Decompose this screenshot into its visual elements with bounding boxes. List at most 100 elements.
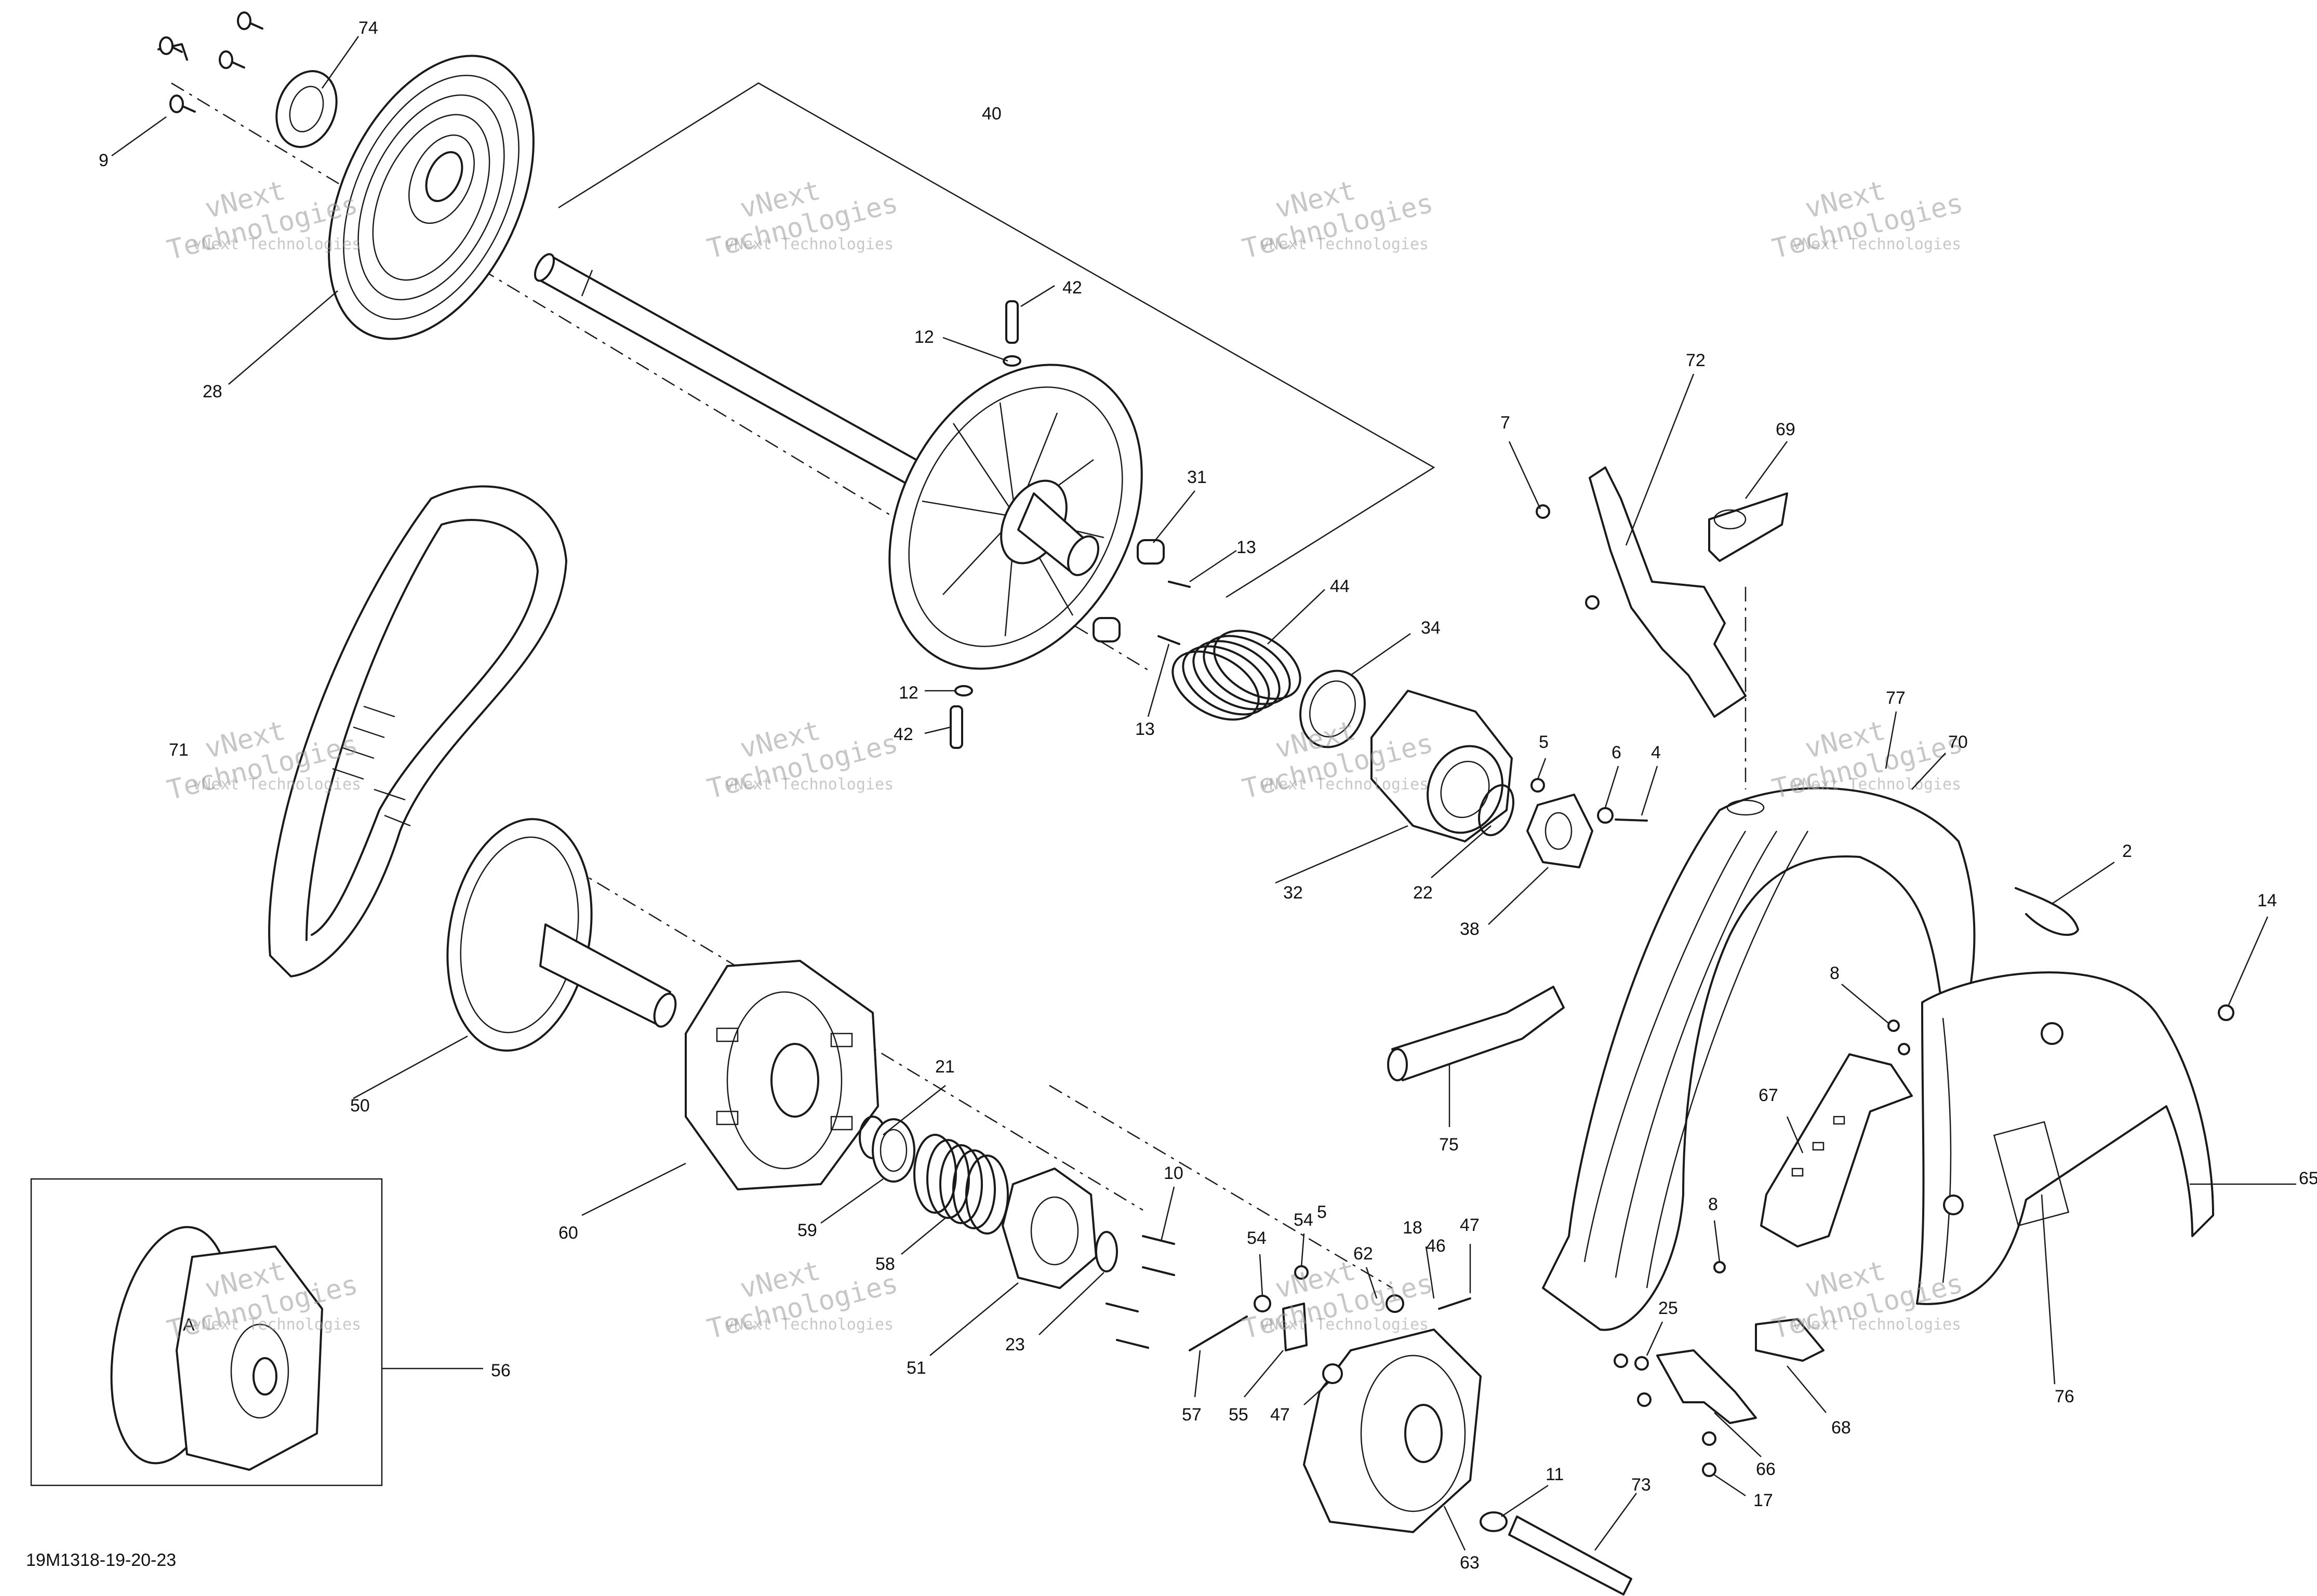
svg-text:vNext Technologies: vNext Technologies	[1792, 775, 1961, 794]
bearing-74	[275, 70, 338, 148]
callout-42b: 42	[894, 725, 913, 744]
callout-54: 54	[1247, 1228, 1267, 1248]
callout-51: 51	[907, 1358, 926, 1378]
callout-22: 22	[1413, 883, 1433, 903]
callout-67: 67	[1759, 1085, 1778, 1105]
rubber-pad-69	[1708, 492, 1788, 562]
leader-lines	[111, 36, 2296, 1551]
cam-32	[1370, 690, 1513, 842]
screw-14	[2218, 1004, 2234, 1021]
svg-text:vNext Technologies: vNext Technologies	[1260, 235, 1429, 253]
callout-75: 75	[1439, 1135, 1459, 1155]
callout-50: 50	[350, 1096, 370, 1116]
callout-10: 10	[1164, 1163, 1183, 1183]
callout-11: 11	[1546, 1465, 1564, 1484]
callout-62: 62	[1353, 1244, 1373, 1264]
callout-12a: 12	[914, 327, 934, 347]
callout-72: 72	[1686, 351, 1706, 370]
svg-text:vNext Technologies: vNext Technologies	[192, 775, 361, 794]
callout-54b: 54	[1294, 1210, 1313, 1230]
callout-71: 71	[169, 740, 189, 760]
callout-21: 21	[935, 1057, 955, 1077]
callout-60: 60	[558, 1223, 578, 1243]
callout-32: 32	[1283, 883, 1303, 903]
svg-text:vNext Technologies: vNext Technologies	[1792, 1316, 1961, 1334]
callout-6: 6	[1612, 743, 1621, 762]
callout-34: 34	[1421, 618, 1441, 638]
callout-23: 23	[1005, 1335, 1025, 1354]
drive-belt-71	[268, 485, 567, 977]
svg-text:vNext Technologies: vNext Technologies	[725, 1316, 894, 1334]
callout-17: 17	[1753, 1491, 1773, 1510]
callout-66: 66	[1756, 1459, 1776, 1479]
washer-34	[1299, 669, 1366, 748]
group-bracket-40	[558, 82, 1435, 598]
callout-47b: 47	[1270, 1405, 1290, 1425]
belt-guard-70	[1542, 787, 1976, 1331]
callout-25: 25	[1658, 1298, 1678, 1318]
callout-44: 44	[1330, 576, 1350, 596]
callout-76: 76	[2055, 1387, 2074, 1406]
callout-7: 7	[1500, 413, 1510, 433]
callout-46: 46	[1426, 1236, 1446, 1256]
callout-31: 31	[1187, 467, 1207, 487]
callout-18: 18	[1403, 1218, 1422, 1238]
callout-63: 63	[1460, 1553, 1480, 1573]
inset-reference-letter: A	[183, 1315, 195, 1335]
screws-42	[950, 300, 1021, 749]
slider-buttons-31	[1093, 539, 1165, 642]
callout-77: 77	[1886, 688, 1906, 708]
callout-57: 57	[1182, 1405, 1202, 1425]
callout-47a: 47	[1460, 1215, 1480, 1235]
svg-text:vNext Technologies: vNext Technologies	[1260, 1316, 1429, 1334]
bolt-73	[1480, 1511, 1632, 1595]
ring-22	[1478, 784, 1514, 837]
cover-65	[1916, 971, 2214, 1305]
svg-text:vNext Technologies: vNext Technologies	[192, 1316, 361, 1334]
callout-14: 14	[2257, 891, 2277, 910]
callout-38: 38	[1460, 919, 1480, 939]
callout-58: 58	[875, 1254, 895, 1274]
drive-movable-sheave-60	[685, 960, 879, 1190]
callout-74: 74	[358, 18, 378, 38]
watermarks: vNext Technologies vNext Technologies vN…	[164, 175, 1966, 1347]
spring-44	[1171, 629, 1301, 721]
spider-51	[1002, 1168, 1097, 1289]
callout-8b: 8	[1708, 1195, 1718, 1214]
plate-68	[1755, 1318, 1825, 1362]
callout-8a: 8	[1830, 963, 1840, 983]
bracket-66	[1656, 1349, 1757, 1424]
spring-58	[913, 1134, 1009, 1235]
svg-text:vNext Technologies: vNext Technologies	[725, 775, 894, 794]
callout-68: 68	[1831, 1418, 1851, 1438]
inset-56: A	[30, 1178, 383, 1486]
driven-shaft	[534, 253, 931, 492]
callout-2: 2	[2122, 841, 2132, 861]
guard-bracket-72	[1536, 466, 1747, 718]
drive-fixed-sheave-50	[446, 818, 677, 1052]
document-code: 19M1318-19-20-23	[26, 1550, 177, 1570]
callout-42a: 42	[1062, 278, 1082, 298]
screws-9	[157, 11, 263, 113]
callout-56: 56	[491, 1361, 511, 1380]
callout-13a: 13	[1236, 538, 1256, 557]
svg-text:vNext Technologies: vNext Technologies	[1792, 235, 1961, 253]
callout-40: 40	[982, 104, 1002, 124]
bracket-67	[1760, 1053, 1913, 1248]
retainer-38	[1526, 794, 1593, 868]
callout-70: 70	[1948, 732, 1968, 752]
callout-12b: 12	[899, 683, 918, 703]
callout-59: 59	[797, 1221, 817, 1240]
screws-10	[1106, 1235, 1175, 1349]
clip-2	[2015, 887, 2079, 936]
movable-sheave	[888, 364, 1143, 670]
assembly-axes	[171, 82, 1747, 1289]
callout-65: 65	[2299, 1169, 2317, 1188]
fasteners-4-5-6	[1530, 778, 1648, 824]
svg-text:vNext Technologies: vNext Technologies	[725, 235, 894, 253]
callout-73: 73	[1631, 1475, 1651, 1495]
governor-cup-63	[1303, 1329, 1482, 1533]
callout-9: 9	[99, 151, 109, 170]
hose-75	[1387, 986, 1565, 1081]
